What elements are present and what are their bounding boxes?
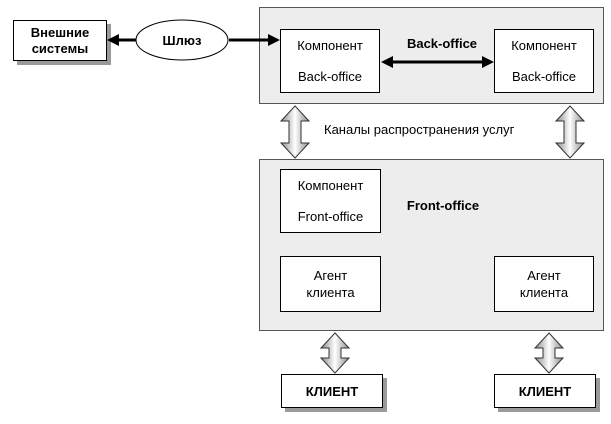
front-office-title: Front-office: [406, 198, 480, 213]
client-left-label: КЛИЕНТ: [305, 383, 359, 399]
back-office-component-left: Компонент Back-office: [280, 29, 380, 93]
front-office-component-line1: Компонент: [297, 178, 364, 193]
back-office-component-right-line1: Компонент: [511, 38, 577, 53]
client-arrow-left: [319, 332, 351, 374]
back-office-component-left-line2: Back-office: [297, 69, 363, 84]
channel-arrow-left: [279, 105, 311, 159]
client-right-label: КЛИЕНТ: [518, 383, 572, 399]
back-office-component-left-line1: Компонент: [297, 38, 363, 53]
client-box-left: КЛИЕНТ: [281, 374, 383, 408]
client-box-right: КЛИЕНТ: [494, 374, 596, 408]
agent-left-line1: Агент: [313, 268, 348, 283]
agent-right-line2: клиента: [519, 285, 569, 300]
agent-right-box: Агент клиента: [494, 256, 594, 312]
external-systems-box: Внешние системы: [13, 20, 107, 61]
external-gateway-arrow: [107, 34, 136, 46]
client-arrow-right: [533, 332, 565, 374]
gateway-node: [135, 19, 229, 61]
channels-label: Каналы распространения услуг: [324, 122, 515, 137]
channel-arrow-right: [554, 105, 586, 159]
external-systems-line1: Внешние: [30, 24, 90, 40]
front-office-component: Компонент Front-office: [280, 169, 381, 233]
external-systems-line2: системы: [31, 40, 89, 56]
agent-right-line1: Агент: [527, 268, 561, 283]
back-office-component-right-line2: Back-office: [511, 69, 577, 84]
gateway-label: Шлюз: [163, 33, 202, 48]
back-office-title: Back-office: [406, 36, 478, 51]
front-office-component-line2: Front-office: [297, 209, 364, 224]
agent-left-box: Агент клиента: [280, 256, 381, 312]
backoffice-components-arrow: [381, 56, 494, 68]
agent-left-line2: клиента: [306, 285, 355, 300]
gateway-backoffice-arrow: [229, 34, 280, 46]
back-office-component-right: Компонент Back-office: [494, 29, 594, 93]
